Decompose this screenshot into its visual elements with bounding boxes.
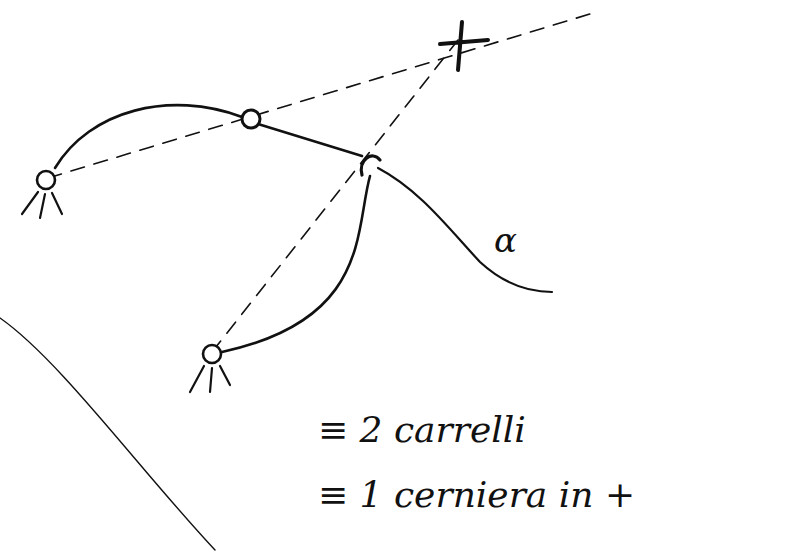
dashed-line [48, 14, 590, 178]
support [190, 366, 230, 392]
dashed-line [212, 40, 458, 352]
beam [55, 105, 242, 168]
note-text: ≡ 2 carrelli [318, 410, 526, 450]
edge-curve [0, 318, 215, 550]
beam [378, 168, 552, 292]
angle-label: α [494, 222, 517, 259]
support [22, 192, 62, 218]
hinge [242, 110, 260, 128]
support [203, 345, 221, 363]
hinge [361, 156, 380, 175]
cross-mark [440, 22, 488, 70]
beam [222, 176, 370, 352]
beam [258, 124, 362, 156]
support [37, 171, 55, 189]
note-text: ≡ 1 cerniera in + [318, 475, 635, 515]
